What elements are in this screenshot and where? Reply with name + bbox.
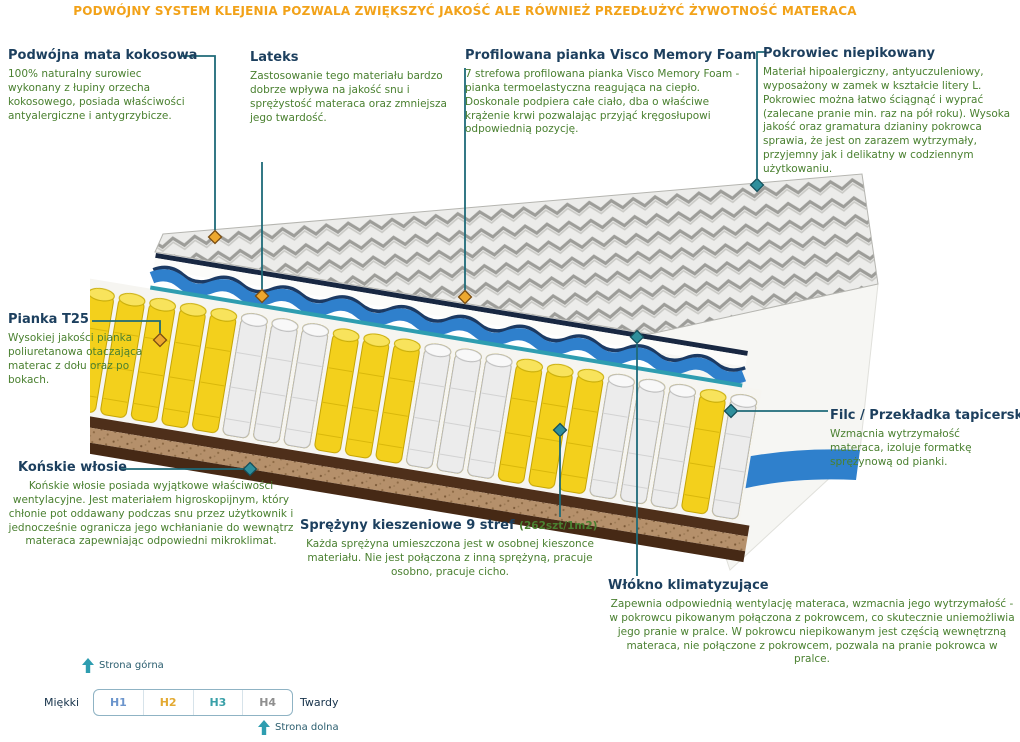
callout-coco-body: 100% naturalny surowiec wykonany z łupin… [8, 68, 185, 122]
callout-coco-title: Podwójna mata kokosowa [8, 48, 198, 63]
callout-cover: Pokrowiec niepikowany Materiał hipoalerg… [763, 46, 1013, 177]
callout-coco: Podwójna mata kokosowa 100% naturalny su… [8, 48, 198, 123]
springs-white [403, 338, 517, 484]
scale-top-label: Strona górna [99, 660, 164, 671]
white-layer [153, 257, 748, 367]
callout-latex-title: Lateks [250, 50, 299, 65]
callout-springs-title-suffix: (262szt/1m2) [519, 520, 598, 532]
springs-white [708, 388, 762, 524]
mattress-front-stack [90, 253, 762, 563]
callout-felt-title: Filc / Przekładka tapicerska [830, 408, 1020, 423]
callout-springs-body: Każda sprężyna umieszczona jest w osobne… [306, 538, 594, 578]
scale-hard-label: Twardy [300, 696, 339, 709]
callout-cover-title: Pokrowiec niepikowany [763, 46, 935, 61]
navy-edge-layer [155, 253, 748, 356]
blue-wave-layer [149, 269, 747, 384]
teal-layer [149, 285, 743, 388]
callout-visco: Profilowana pianka Visco Memory Foam 7 s… [465, 48, 757, 137]
scale-level-h1: H1 [109, 696, 127, 709]
callout-felt: Filc / Przekładka tapicerska Wzmacnia wy… [830, 408, 1020, 470]
felt-layer [90, 424, 748, 552]
callout-t25-body: Wysokiej jakości pianka poliuretanowa ot… [8, 332, 143, 386]
arrow-up-icon [82, 658, 94, 673]
callout-latex: Lateks Zastosowanie tego materiału bardz… [250, 50, 465, 125]
scale-level-h4: H4 [242, 690, 292, 715]
callout-fiber: Włókno klimatyzujące Zapewnia odpowiedni… [608, 578, 1016, 667]
callout-horsehair-title: Końskie włosie [18, 460, 127, 475]
callout-fiber-body: Zapewnia odpowiednią wentylację materaca… [609, 598, 1015, 666]
navy-wave-layer [152, 265, 746, 372]
callout-springs: Sprężyny kieszeniowe 9 stref (262szt/1m2… [300, 518, 600, 580]
springs-white [586, 368, 700, 514]
scale-level-h3: H3 [192, 690, 243, 715]
scale-soft-label: Miękki [44, 696, 80, 709]
callout-springs-title: Sprężyny kieszeniowe 9 stref (262szt/1m2… [300, 518, 600, 533]
springs-white [219, 307, 333, 454]
mattress-top-surface [154, 173, 879, 335]
callout-springs-title-main: Sprężyny kieszeniowe 9 stref [300, 518, 515, 533]
callout-cover-body: Materiał hipoalergiczny, antyuczuleniowy… [763, 66, 1011, 176]
scale-top-indicator: Strona górna [82, 658, 164, 673]
callout-t25: Pianka T25 Wysokiej jakości pianka poliu… [8, 312, 168, 387]
mattress-illustration [90, 173, 879, 571]
callout-visco-title: Profilowana pianka Visco Memory Foam [465, 48, 757, 63]
callout-latex-body: Zastosowanie tego materiału bardzo dobrz… [250, 70, 447, 124]
header-banner: PODWÓJNY SYSTEM KLEJENIA POZWALA ZWIĘKSZ… [73, 4, 857, 18]
callout-horsehair: Końskie włosie Końskie włosie posiada wy… [6, 460, 296, 549]
callout-t25-title: Pianka T25 [8, 312, 89, 327]
callout-felt-body: Wzmacnia wytrzymałość materaca, izoluje … [830, 428, 972, 468]
scale-bottom-label: Strona dolna [275, 722, 339, 733]
callout-fiber-title: Włókno klimatyzujące [608, 578, 769, 593]
scale-level-h2: H2 [142, 690, 193, 715]
scale-bottom-indicator: Strona dolna [258, 720, 339, 735]
coco-mat-top [90, 413, 750, 537]
arrow-up-icon [258, 720, 270, 735]
callout-visco-body: 7 strefowa profilowana pianka Visco Memo… [465, 68, 740, 136]
callout-horsehair-body: Końskie włosie posiada wyjątkowe właściw… [8, 480, 294, 548]
